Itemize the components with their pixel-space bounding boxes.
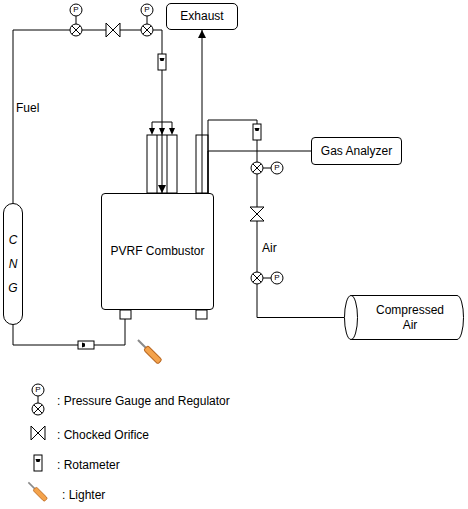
legend-text: : Pressure Gauge and Regulator (57, 394, 230, 408)
pipe-connector (208, 151, 311, 193)
gauge-letter: P (271, 272, 283, 284)
regulator-symbol (70, 24, 82, 36)
rotameter-symbol (78, 341, 94, 349)
fuel-manifold (152, 122, 172, 128)
gauge-stem (38, 396, 39, 403)
orifice-symbol (106, 23, 120, 37)
lighter-tip (138, 340, 146, 348)
gauge-letter: P (70, 4, 82, 16)
regulator-cross (34, 405, 42, 413)
tube-wall (157, 135, 167, 193)
pilot-port (120, 310, 131, 319)
cng-cylinder: CNG (3, 203, 23, 325)
air-tank: Compressed Air (344, 295, 464, 340)
rotameter-float (255, 128, 260, 131)
node-text: CNG (7, 228, 19, 300)
node-text: Gas Analyzer (321, 144, 392, 158)
rotameter-float (82, 343, 85, 348)
rotameter-symbol (34, 455, 42, 471)
lighter-body (33, 487, 48, 502)
exhaust-box: Exhaust (166, 3, 238, 30)
line-label: Fuel (16, 100, 39, 116)
symbol-group (27, 4, 283, 502)
pipe-connector (202, 30, 203, 193)
pipe-connector (13, 30, 162, 203)
gauge-symbol (271, 162, 283, 174)
gauge-letter: P (141, 4, 153, 16)
inlet-arrows (149, 128, 175, 135)
regulator-cross (72, 26, 80, 34)
combustor-box: PVRF Combustor (101, 193, 214, 310)
rotameter-float (36, 459, 41, 462)
legend-row: : Lighter (62, 485, 105, 503)
gauge-symbol (32, 384, 44, 396)
outlet-tube (196, 135, 208, 193)
regulator-cross (143, 26, 151, 34)
tank-end (345, 296, 358, 340)
gauge-symbol (70, 4, 82, 16)
tank-body (351, 296, 464, 340)
gauge-stem (263, 278, 271, 279)
lighter-icon (27, 481, 48, 502)
regulator-symbol (251, 162, 263, 174)
node-text: Exhaust (180, 9, 223, 23)
legend-text: : Lighter (62, 488, 105, 502)
legend-text: : Rotameter (57, 458, 120, 472)
regulator-symbol (251, 272, 263, 284)
rotameter-symbol (158, 54, 166, 70)
rotameter-float (160, 58, 165, 61)
regulator-cross (253, 274, 261, 282)
lighter-tip (28, 482, 34, 488)
gauge-letter: P (271, 162, 283, 174)
legend-row: : Chocked Orifice (57, 425, 149, 443)
node-text: Compressed Air (370, 303, 450, 332)
legend-row: : Rotameter (57, 455, 120, 473)
regulator-cross (253, 164, 261, 172)
orifice-symbol (31, 426, 45, 440)
gauge-stem (147, 16, 148, 24)
gauge-symbol (141, 4, 153, 16)
bottom-port (196, 310, 207, 319)
gauge-stem (263, 168, 271, 169)
lighter-body (144, 346, 162, 364)
pipe-connector (13, 310, 125, 345)
analyzer-box: Gas Analyzer (311, 137, 402, 165)
connector-group (13, 30, 344, 345)
line-label: Air (262, 240, 277, 256)
gauge-symbol (271, 272, 283, 284)
inlet-tubes (147, 135, 177, 193)
gauge-letter: P (32, 384, 44, 396)
legend-text: : Chocked Orifice (57, 428, 149, 442)
lighter-icon (136, 338, 162, 364)
regulator-symbol (32, 403, 44, 415)
regulator-symbol (141, 24, 153, 36)
gauge-stem (76, 16, 77, 24)
node-text: PVRF Combustor (110, 244, 204, 258)
rotameter-symbol (253, 124, 261, 140)
orifice-symbol (250, 207, 264, 221)
legend-row: : Pressure Gauge and Regulator (57, 391, 230, 409)
